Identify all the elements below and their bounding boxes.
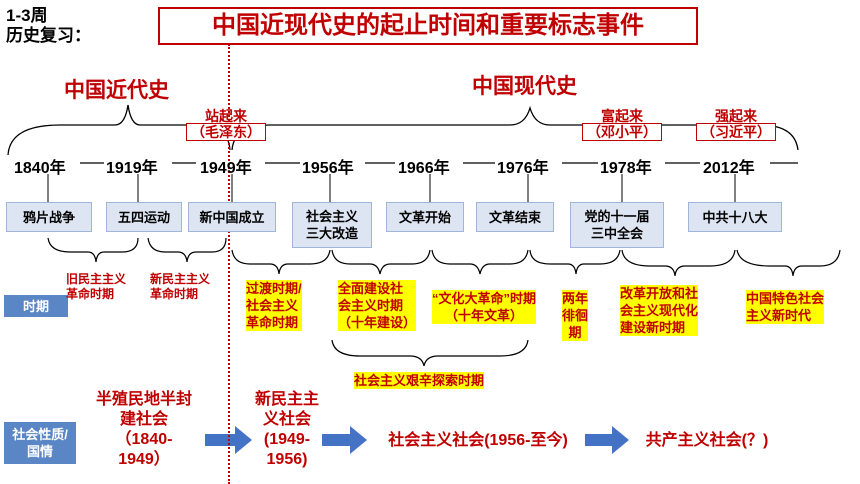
period-wandering: 两年 徘徊 期 xyxy=(562,290,589,341)
period-old-democratic: 旧民主主义 革命时期 xyxy=(66,272,127,301)
nature-semi-colonial: 半殖民地半封 建社会 （1840- 1949） xyxy=(95,391,192,468)
period-transition: 过渡时期/ 社会主义 革命时期 xyxy=(246,280,302,331)
header-note: 1-3周 历史复习： xyxy=(6,6,91,46)
rise-stand: 站起来 （毛泽东） xyxy=(176,108,276,141)
label-nature: 社会性质/ 国情 xyxy=(4,422,76,464)
label-period: 时期 xyxy=(4,295,68,317)
year-1956: 1956年 xyxy=(302,160,354,177)
event-connectors xyxy=(47,174,736,202)
event-three-reforms: 社会主义 三大改造 xyxy=(292,202,372,248)
rise-rich-person: （邓小平） xyxy=(582,123,662,141)
rise-strong-label: 强起来 xyxy=(715,108,757,124)
period-braces xyxy=(47,237,841,367)
period-reform-opening: 改革开放和社 会主义现代化 建设新时期 xyxy=(620,285,699,336)
event-cr-end: 文革结束 xyxy=(476,202,554,232)
rise-strong: 强起来 （习近平） xyxy=(686,108,786,141)
era-modern: 中国近代史 xyxy=(64,79,169,102)
event-cr-start: 文革开始 xyxy=(386,202,464,232)
header-review: 历史复习： xyxy=(6,26,91,45)
page-title: 中国近现代史的起止时间和重要标志事件 xyxy=(158,7,698,45)
event-third-plenum: 党的十一届 三中全会 xyxy=(570,202,664,248)
year-2012: 2012年 xyxy=(703,160,755,177)
event-18th-congress: 中共十八大 xyxy=(688,202,782,232)
nature-socialist: 社会主义社会(1956-至今) xyxy=(388,432,568,449)
rise-stand-person: （毛泽东） xyxy=(186,123,266,141)
nature-communist: 共产主义社会(？) xyxy=(645,432,769,449)
year-1840: 1840年 xyxy=(14,160,66,177)
year-1949: 1949年 xyxy=(200,160,252,177)
period-new-democratic: 新民主主义 革命时期 xyxy=(150,272,211,301)
year-1919: 1919年 xyxy=(106,160,158,177)
era-contemporary: 中国现代史 xyxy=(472,75,577,98)
period-new-era: 中国特色社会 主义新时代 xyxy=(746,290,825,324)
divider-1949 xyxy=(228,44,230,484)
nature-new-democratic: 新民主主 义社会 (1949- 1956) xyxy=(254,391,319,468)
event-may-fourth: 五四运动 xyxy=(106,202,182,232)
year-1966: 1966年 xyxy=(398,160,450,177)
event-opium-war: 鸦片战争 xyxy=(6,202,92,232)
year-1978: 1978年 xyxy=(600,160,652,177)
event-prc-founding: 新中国成立 xyxy=(188,202,276,232)
rise-strong-person: （习近平） xyxy=(696,123,776,141)
period-cultural-revolution: “文化大革命”时期 （十年文革） xyxy=(432,290,537,324)
rise-rich: 富起来 （邓小平） xyxy=(572,108,672,141)
period-construction: 全面建设社 会主义时期 （十年建设） xyxy=(338,280,417,331)
period-exploration: 社会主义艰辛探索时期 xyxy=(354,372,485,389)
year-1976: 1976年 xyxy=(497,160,549,177)
rise-stand-label: 站起来 xyxy=(205,108,247,124)
header-week: 1-3周 xyxy=(6,6,48,25)
rise-rich-label: 富起来 xyxy=(601,108,643,124)
